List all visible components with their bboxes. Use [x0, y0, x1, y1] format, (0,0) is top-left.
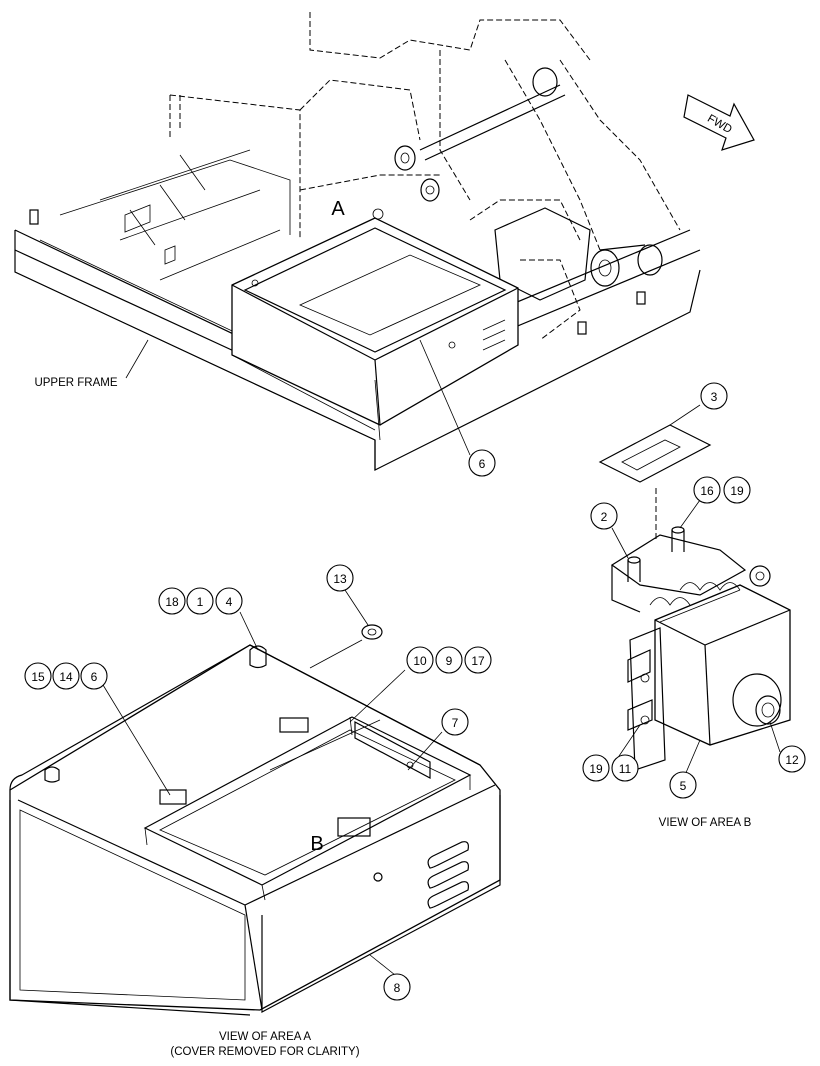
callout-15: 15	[24, 662, 52, 690]
callout-4: 4	[215, 587, 243, 615]
svg-text:10: 10	[413, 654, 427, 668]
callout-7: 7	[441, 708, 469, 736]
svg-text:3: 3	[711, 390, 718, 404]
svg-text:6: 6	[479, 457, 486, 471]
callout-17: 17	[464, 646, 492, 674]
callout-6-lower: 6	[80, 662, 108, 690]
view-area-b-label: VIEW OF AREA B	[659, 817, 752, 829]
battery-box-upper	[231, 217, 519, 441]
callout-2: 2	[590, 502, 618, 530]
callout-19-upper: 19	[723, 476, 751, 504]
svg-text:7: 7	[452, 716, 459, 730]
svg-text:1: 1	[197, 595, 204, 609]
battery-box-area-a	[9, 624, 501, 1016]
svg-text:11: 11	[619, 762, 632, 776]
upper-frame-label: UPPER FRAME	[34, 377, 117, 389]
callout-16: 16	[693, 476, 721, 504]
callout-19-lower: 19	[582, 754, 610, 782]
svg-text:16: 16	[700, 484, 714, 498]
callout-18: 18	[158, 587, 186, 615]
view-area-a-sublabel: (COVER REMOVED FOR CLARITY)	[170, 1046, 359, 1058]
svg-text:14: 14	[59, 670, 73, 684]
fwd-arrow: FWD	[683, 94, 755, 151]
callout-10: 10	[406, 646, 434, 674]
svg-text:15: 15	[31, 670, 45, 684]
area-b-marker: B	[310, 833, 323, 855]
svg-text:2: 2	[601, 510, 608, 524]
svg-text:5: 5	[680, 779, 687, 793]
svg-text:19: 19	[589, 762, 603, 776]
svg-text:18: 18	[165, 595, 179, 609]
svg-text:17: 17	[471, 654, 485, 668]
svg-text:8: 8	[394, 981, 401, 995]
callout-3: 3	[700, 382, 728, 410]
svg-text:19: 19	[730, 484, 744, 498]
callout-14: 14	[52, 662, 80, 690]
svg-text:9: 9	[446, 654, 453, 668]
disconnect-switch-assembly	[598, 424, 791, 771]
callout-11: 11	[611, 754, 639, 782]
svg-text:4: 4	[226, 595, 233, 609]
area-a-marker: A	[331, 198, 345, 220]
svg-text:6: 6	[91, 670, 98, 684]
callout-1: 1	[186, 587, 214, 615]
svg-text:13: 13	[333, 572, 347, 586]
svg-text:12: 12	[785, 753, 799, 767]
callout-12: 12	[778, 745, 806, 773]
view-area-a-label: VIEW OF AREA A	[219, 1031, 311, 1043]
callout-9: 9	[435, 646, 463, 674]
callout-6-upper: 6	[468, 449, 496, 477]
upper-frame-outline	[14, 12, 701, 471]
callout-8: 8	[383, 973, 411, 1001]
callout-13: 13	[326, 564, 354, 592]
callout-5: 5	[669, 771, 697, 799]
